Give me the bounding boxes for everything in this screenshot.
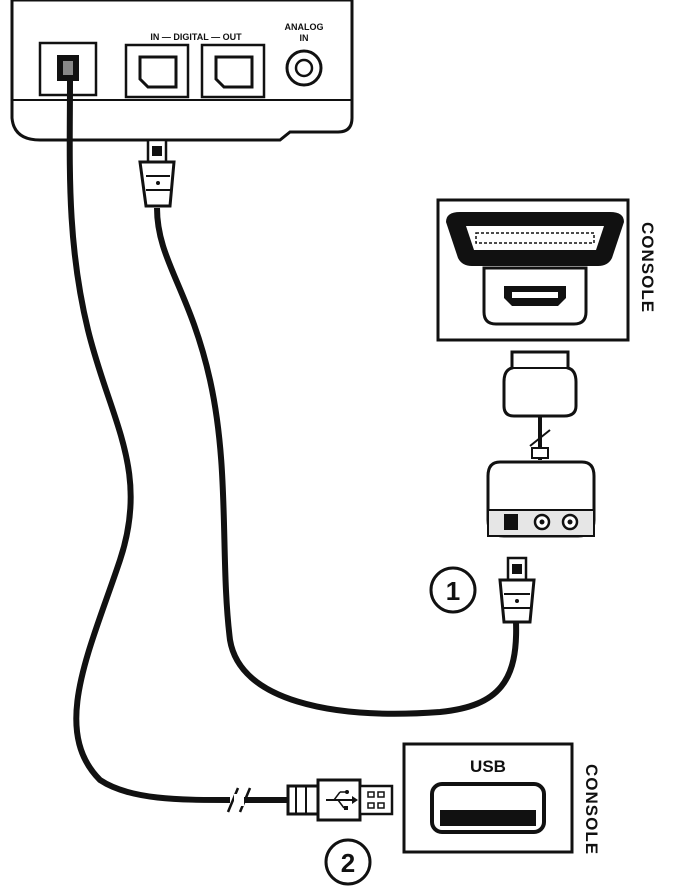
console-usb-panel: USB CONSOLE bbox=[402, 742, 601, 855]
analog-label-line1: ANALOG bbox=[285, 22, 324, 32]
console-usb-port-label: USB bbox=[470, 757, 506, 776]
console-usb-port bbox=[430, 782, 546, 834]
console-av-panel: CONSOLE bbox=[436, 198, 657, 342]
usb-cable-break bbox=[226, 787, 252, 813]
optical-cable bbox=[154, 207, 520, 717]
digital-label: IN — DIGITAL — OUT bbox=[150, 32, 242, 42]
usb-a-plug bbox=[286, 778, 394, 822]
console-top-label: CONSOLE bbox=[638, 222, 657, 313]
av-adapter bbox=[486, 350, 596, 538]
optical-plug-receiver bbox=[138, 138, 176, 208]
analog-label-line2: IN bbox=[300, 33, 309, 43]
digital-out-port bbox=[200, 43, 266, 99]
step-1-marker: 1 bbox=[429, 566, 477, 614]
usb-cable bbox=[66, 79, 231, 803]
optical-plug-adapter bbox=[498, 556, 536, 624]
console-bottom-label: CONSOLE bbox=[582, 764, 601, 855]
usb-symbol-icon bbox=[326, 790, 358, 810]
digital-in-port bbox=[124, 43, 190, 99]
receiver-unit: IN — DIGITAL — OUT ANALOG IN bbox=[10, 0, 354, 142]
step-2-marker: 2 bbox=[324, 838, 372, 886]
step-2-number: 2 bbox=[341, 848, 355, 878]
step-1-number: 1 bbox=[446, 576, 460, 606]
analog-in-port bbox=[285, 49, 323, 87]
